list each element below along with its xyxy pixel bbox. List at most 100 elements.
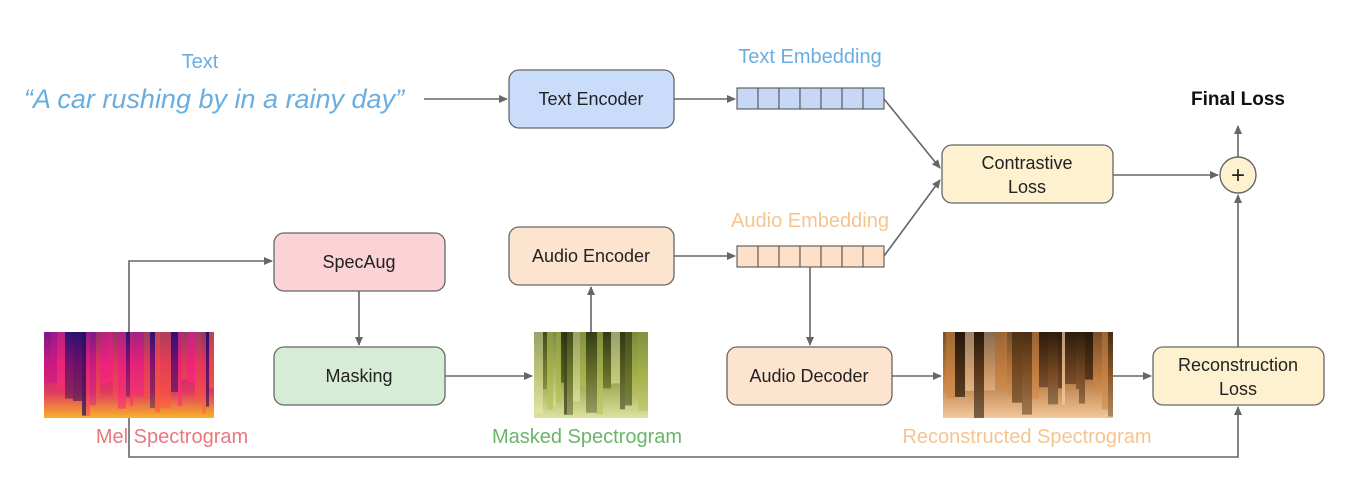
spectrogram-texture xyxy=(1102,332,1108,410)
audio-embedding-cell xyxy=(736,245,759,268)
masking-box: Masking xyxy=(273,346,446,406)
text-embedding-cell xyxy=(841,87,864,110)
audio-embedding-cell xyxy=(757,245,780,268)
text-embedding-cell xyxy=(757,87,780,110)
specaug-box: SpecAug xyxy=(273,232,446,292)
spectrogram-texture xyxy=(187,332,195,383)
spectrogram-texture xyxy=(625,332,632,406)
sum-node: + xyxy=(1219,156,1257,194)
spectrogram-texture xyxy=(603,332,611,389)
text-embedding-cell xyxy=(820,87,843,110)
audio-embedding-cell xyxy=(862,245,885,268)
spectrogram-texture xyxy=(586,332,597,413)
spectrogram-texture xyxy=(567,332,573,415)
spectrogram-texture xyxy=(160,332,171,409)
spectrogram-texture xyxy=(82,332,86,416)
text-encoder-label: Text Encoder xyxy=(538,89,643,109)
spectrogram-texture xyxy=(561,332,564,383)
spectrogram-texture xyxy=(178,332,182,406)
spectrogram-texture xyxy=(126,332,130,397)
audio-decoder-label: Audio Decoder xyxy=(749,366,868,386)
contrastive-loss-label-line1: Contrastive xyxy=(981,153,1072,173)
text-embedding-cell xyxy=(799,87,822,110)
reconstruction-loss-label-line2: Loss xyxy=(1219,379,1257,399)
text-prompt: “A car rushing by in a rainy day” xyxy=(24,84,405,114)
reconstruction-loss-box: Reconstruction Loss xyxy=(1152,346,1325,406)
spectrogram-texture xyxy=(90,332,96,406)
spectrogram-texture xyxy=(57,332,65,391)
plus-icon: + xyxy=(1231,162,1245,189)
contrastive-loss-box: Contrastive Loss xyxy=(941,144,1114,204)
spectrogram-texture xyxy=(974,332,984,418)
spectrogram-texture xyxy=(51,332,57,383)
spectrogram-texture xyxy=(597,332,603,415)
spectrogram-texture xyxy=(984,332,995,391)
spectrogram-texture xyxy=(955,332,965,397)
spectrogram-texture xyxy=(638,332,648,411)
spectrogram-texture xyxy=(573,332,580,402)
spectrogram-texture xyxy=(171,332,178,392)
spectrogram-texture xyxy=(1058,332,1062,389)
spectrogram-texture xyxy=(1079,332,1085,404)
spectrogram-texture xyxy=(1076,332,1079,390)
spectrogram-texture xyxy=(1108,332,1113,417)
spectrogram-texture xyxy=(1032,332,1039,400)
spectrogram-texture xyxy=(632,332,638,392)
text-embedding-strip xyxy=(736,87,885,110)
spectrogram-texture xyxy=(995,332,1004,387)
reconstructed-spectrogram-label: Reconstructed Spectrogram xyxy=(902,426,1151,448)
spectrogram-texture xyxy=(1065,332,1076,385)
audio-decoder-box: Audio Decoder xyxy=(726,346,893,406)
final-loss-label: Final Loss xyxy=(1191,89,1285,110)
mel-spectrogram-label: Mel Spectrogram xyxy=(96,426,248,448)
masking-label: Masking xyxy=(325,366,392,386)
audio-encoder-label: Audio Encoder xyxy=(532,246,650,266)
spectrogram-texture xyxy=(133,332,144,397)
spectrogram-texture xyxy=(107,332,113,383)
mel-spectrogram-image xyxy=(44,332,214,418)
connector-arrows xyxy=(128,95,1242,458)
spectrogram-texture xyxy=(130,332,133,406)
spectrogram-texture xyxy=(155,332,160,413)
spectrogram-texture xyxy=(113,332,118,398)
audio-embedding-strip xyxy=(736,245,885,268)
contrastive-loss-label-line2: Loss xyxy=(1008,177,1046,197)
specaug-label: SpecAug xyxy=(322,252,395,272)
spectrogram-texture xyxy=(195,332,202,403)
spectrogram-texture xyxy=(547,332,553,410)
spectrogram-texture xyxy=(534,332,543,414)
spectrogram-texture xyxy=(1007,332,1012,396)
spectrogram-texture xyxy=(144,332,150,397)
audio-embedding-cell xyxy=(778,245,801,268)
spectrogram-texture xyxy=(611,332,620,384)
text-embedding-cell xyxy=(778,87,801,110)
audio-embedding-label: Audio Embedding xyxy=(731,210,889,232)
spectrogram-texture xyxy=(943,332,946,390)
audio-embedding-cell xyxy=(841,245,864,268)
audio-embedding-cell xyxy=(820,245,843,268)
spectrogram-texture xyxy=(1012,332,1022,403)
masked-spectrogram-label: Masked Spectrogram xyxy=(492,426,682,448)
spectrogram-texture xyxy=(100,332,107,386)
masked-spectrogram-image xyxy=(534,332,648,418)
spectrogram-texture xyxy=(44,332,51,384)
spectrogram-texture xyxy=(1062,332,1065,405)
spectrogram-texture xyxy=(1039,332,1048,388)
spectrogram-texture xyxy=(564,332,567,415)
spectrogram-texture xyxy=(86,332,90,417)
spectrogram-texture xyxy=(1085,332,1093,380)
spectrogram-texture xyxy=(96,332,100,397)
spectrogram-texture xyxy=(206,332,209,407)
spectrogram-texture xyxy=(553,332,556,407)
spectrogram-texture xyxy=(1004,332,1007,390)
reconstruction-loss-label-line1: Reconstruction xyxy=(1178,355,1298,375)
spectrogram-texture xyxy=(543,332,547,390)
reconstructed-spectrogram-image xyxy=(943,332,1113,418)
spectrogram-texture xyxy=(209,332,214,389)
spectrogram-texture xyxy=(182,332,187,380)
spectrogram-texture xyxy=(1022,332,1032,415)
spectrogram-texture xyxy=(118,332,126,409)
spectrogram-texture xyxy=(556,332,561,403)
audio-embedding-cell xyxy=(799,245,822,268)
